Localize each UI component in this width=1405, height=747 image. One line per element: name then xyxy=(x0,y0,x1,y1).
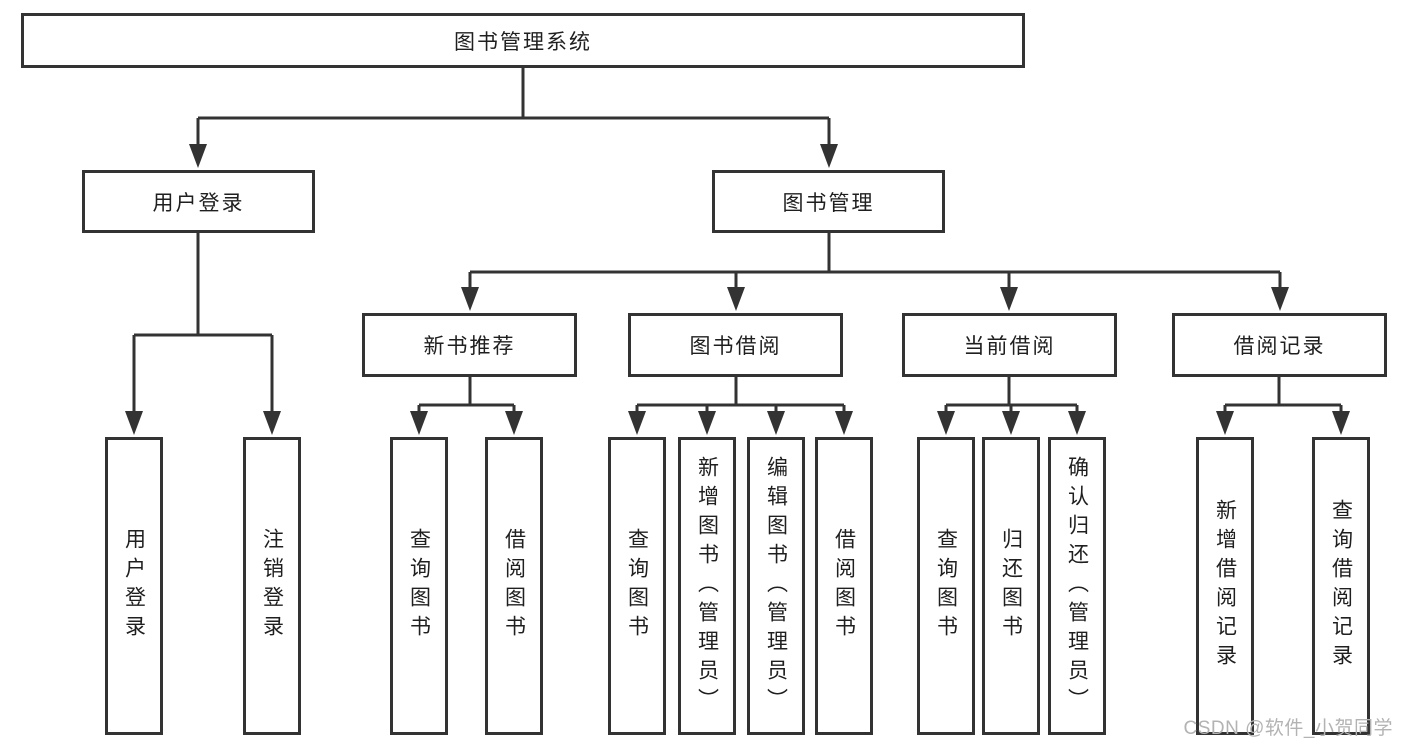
leaf-borrow-books-recommend: 借阅图书 xyxy=(485,437,543,735)
node-book-management: 图书管理 xyxy=(712,170,945,233)
leaf-label: 借阅图书 xyxy=(502,528,526,644)
leaf-return-book: 归还图书 xyxy=(982,437,1040,735)
leaf-label: 查询借阅记录 xyxy=(1329,499,1353,673)
node-label: 图书借阅 xyxy=(689,335,782,358)
leaf-borrow-books-borrow: 借阅图书 xyxy=(815,437,873,735)
leaf-label: 查询图书 xyxy=(625,528,649,644)
leaf-label: 用户登录 xyxy=(122,528,146,644)
leaf-label: 归还图书 xyxy=(999,528,1023,644)
watermark: CSDN @软件_小贺同学 xyxy=(1183,718,1393,739)
leaf-edit-book-admin: 编辑图书（管理员） xyxy=(747,437,805,735)
node-book-borrow: 图书借阅 xyxy=(628,313,843,377)
leaf-label: 借阅图书 xyxy=(832,528,856,644)
leaf-user-login: 用户登录 xyxy=(105,437,163,735)
leaf-query-books-borrow: 查询图书 xyxy=(608,437,666,735)
node-label: 用户登录 xyxy=(152,191,245,215)
leaf-query-borrow-record: 查询借阅记录 xyxy=(1312,437,1370,735)
leaf-label: 新增借阅记录 xyxy=(1213,499,1237,673)
node-new-book-recommend: 新书推荐 xyxy=(362,313,577,377)
node-user-login: 用户登录 xyxy=(82,170,315,233)
node-current-borrow: 当前借阅 xyxy=(902,313,1117,377)
leaf-label: 编辑图书（管理员） xyxy=(764,455,788,717)
leaf-add-book-admin: 新增图书（管理员） xyxy=(678,437,736,735)
leaf-query-books-recommend: 查询图书 xyxy=(390,437,448,735)
node-label: 当前借阅 xyxy=(963,335,1056,358)
leaf-logout: 注销登录 xyxy=(243,437,301,735)
leaf-label: 注销登录 xyxy=(260,528,284,644)
leaf-label: 新增图书（管理员） xyxy=(695,455,719,717)
node-label: 图书管理系统 xyxy=(454,30,592,54)
node-label: 借阅记录 xyxy=(1233,335,1326,358)
connector-paths xyxy=(132,68,1343,413)
leaf-label: 查询图书 xyxy=(407,528,431,644)
leaf-label: 查询图书 xyxy=(934,528,958,644)
leaf-confirm-return-admin: 确认归还（管理员） xyxy=(1048,437,1106,735)
node-label: 新书推荐 xyxy=(423,335,516,358)
node-library-system: 图书管理系统 xyxy=(21,13,1025,68)
leaf-label: 确认归还（管理员） xyxy=(1065,455,1089,717)
node-borrow-records: 借阅记录 xyxy=(1172,313,1387,377)
arrowheads xyxy=(125,144,1350,435)
leaf-query-books-current: 查询图书 xyxy=(917,437,975,735)
leaf-add-borrow-record: 新增借阅记录 xyxy=(1196,437,1254,735)
node-label: 图书管理 xyxy=(782,191,875,215)
